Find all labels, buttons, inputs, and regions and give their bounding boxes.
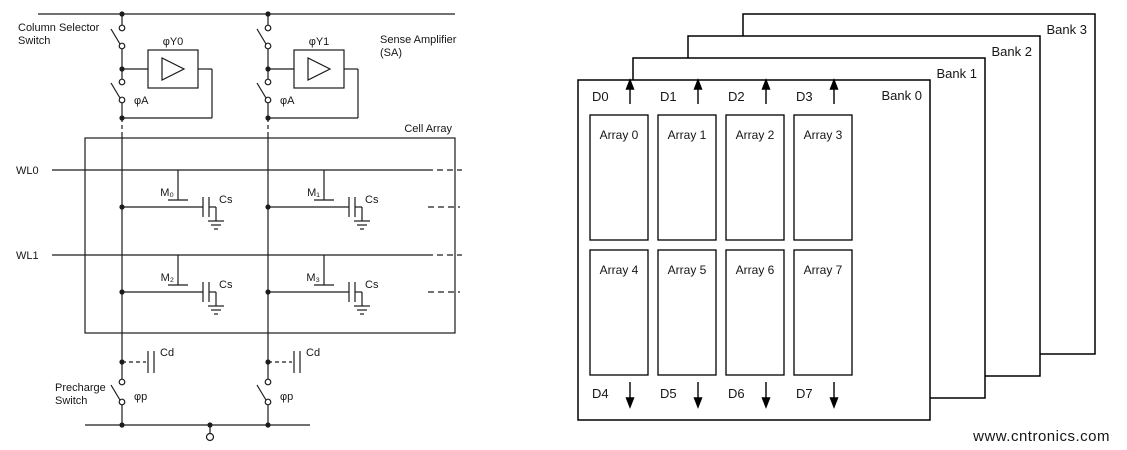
precharge-switch-right bbox=[256, 378, 272, 406]
array-7-label: Array 7 bbox=[804, 263, 843, 277]
sense-amp-label-line1: Sense Amplifier bbox=[380, 34, 457, 46]
memory-cell-m0 bbox=[122, 170, 224, 230]
array-0-label: Array 0 bbox=[600, 128, 639, 142]
sense-amplifier-left bbox=[110, 49, 213, 119]
junction-dots bbox=[119, 11, 271, 428]
column-select-switch-left bbox=[110, 24, 126, 50]
array-0-rect bbox=[589, 114, 649, 241]
array-1-rect bbox=[657, 114, 717, 241]
cs-label-1: Cs bbox=[365, 194, 379, 206]
bank-1-label: Bank 1 bbox=[937, 66, 977, 81]
cell-array-label: Cell Array bbox=[404, 123, 452, 135]
array-3-rect bbox=[793, 114, 853, 241]
data-label-d2: D2 bbox=[728, 89, 745, 104]
cell-row-continuation bbox=[428, 206, 460, 293]
bank-3-label: Bank 3 bbox=[1047, 22, 1087, 37]
column-select-switch-right bbox=[256, 24, 272, 50]
cd-label-left: Cd bbox=[160, 347, 174, 359]
array-7-rect bbox=[793, 249, 853, 376]
array-5-rect bbox=[657, 249, 717, 376]
array-4-label: Array 4 bbox=[600, 263, 639, 277]
phi-y0-label: φY0 bbox=[163, 36, 184, 48]
sense-amplifier-right bbox=[256, 49, 359, 119]
array-5-label: Array 5 bbox=[668, 263, 707, 277]
memory-cell-m3 bbox=[268, 255, 370, 315]
bank-array-diagram: Bank 0 Bank 1 Bank 2 Bank 3 D0 D1 D2 D3 … bbox=[577, 13, 1110, 445]
cs-label-2: Cs bbox=[219, 279, 233, 291]
wordline-label-wl0: WL0 bbox=[16, 165, 39, 177]
phi-p-label-left: φp bbox=[134, 391, 147, 403]
phi-y1-label: φY1 bbox=[309, 36, 330, 48]
array-3-label: Array 3 bbox=[804, 128, 843, 142]
array-1-label: Array 1 bbox=[668, 128, 707, 142]
data-arrows-up bbox=[625, 78, 839, 104]
bottom-rail-terminal bbox=[85, 424, 310, 442]
data-label-d7: D7 bbox=[796, 386, 813, 401]
phi-a-label-left: φA bbox=[134, 95, 149, 107]
bank-0-label: Bank 0 bbox=[882, 88, 922, 103]
cd-label-right: Cd bbox=[306, 347, 320, 359]
cs-label-0: Cs bbox=[219, 194, 233, 206]
precharge-label-line1: Precharge bbox=[55, 382, 106, 394]
bank-2-label: Bank 2 bbox=[992, 44, 1032, 59]
precharge-switch-left bbox=[110, 378, 126, 406]
data-label-d0: D0 bbox=[592, 89, 609, 104]
phi-p-label-right: φp bbox=[280, 391, 293, 403]
data-label-d1: D1 bbox=[660, 89, 677, 104]
array-2-rect bbox=[725, 114, 785, 241]
data-arrows-down bbox=[625, 382, 839, 409]
array-4-rect bbox=[589, 249, 649, 376]
precharge-label-line2: Switch bbox=[55, 395, 87, 407]
data-label-d5: D5 bbox=[660, 386, 677, 401]
watermark-text: www.cntronics.com bbox=[972, 428, 1110, 445]
memory-cell-m2 bbox=[122, 255, 224, 315]
array-2-label: Array 2 bbox=[736, 128, 775, 142]
memory-cell-m1 bbox=[268, 170, 370, 230]
dielectric-cap-right bbox=[268, 351, 301, 373]
cs-label-3: Cs bbox=[365, 279, 379, 291]
column-selector-label-line1: Column Selector bbox=[18, 22, 100, 34]
transistor-label-m2: M₂ bbox=[161, 272, 174, 284]
data-label-d3: D3 bbox=[796, 89, 813, 104]
array-6-label: Array 6 bbox=[736, 263, 775, 277]
phi-a-label-right: φA bbox=[280, 95, 295, 107]
wordline-label-wl1: WL1 bbox=[16, 250, 39, 262]
transistor-label-m1: M₁ bbox=[307, 187, 320, 199]
cell-array-outline bbox=[84, 137, 456, 334]
sense-amp-label-line2: (SA) bbox=[380, 47, 402, 59]
data-label-d4: D4 bbox=[592, 386, 609, 401]
transistor-label-m0: M₀ bbox=[160, 187, 174, 199]
column-selector-label-line2: Switch bbox=[18, 35, 50, 47]
transistor-label-m3: M₃ bbox=[306, 272, 320, 284]
dielectric-cap-left bbox=[122, 351, 155, 373]
dram-circuit-schematic: Column Selector Switch φY0 φY1 Sense Amp… bbox=[16, 11, 462, 442]
data-label-d6: D6 bbox=[728, 386, 745, 401]
array-6-rect bbox=[725, 249, 785, 376]
